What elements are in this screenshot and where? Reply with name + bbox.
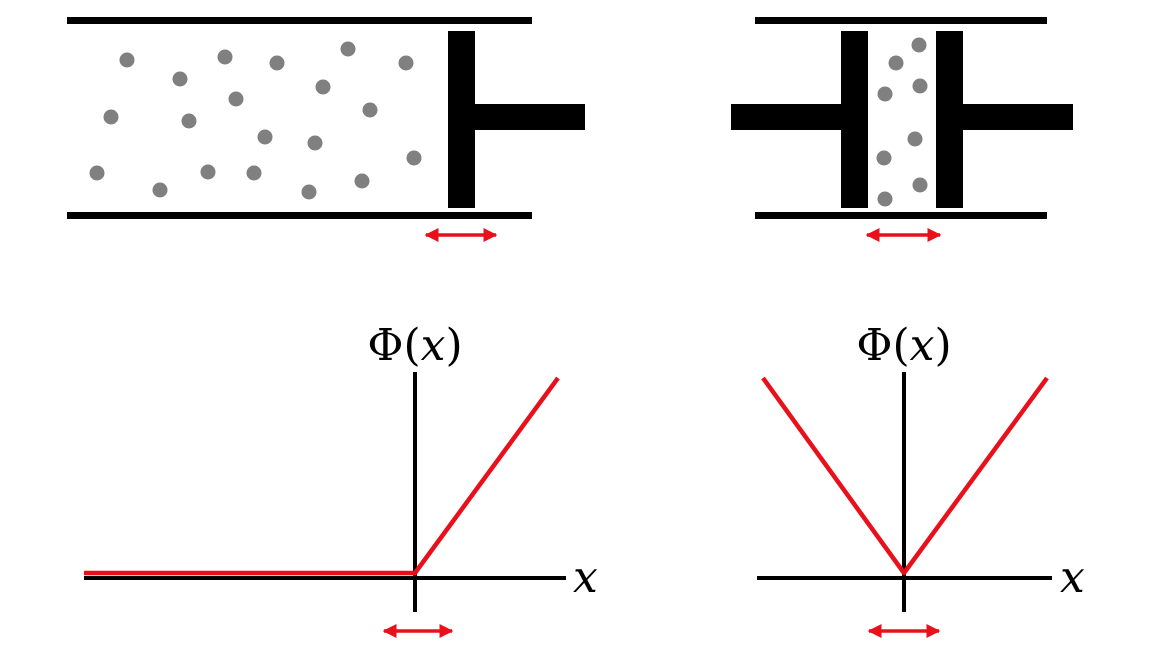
right-right-piston-head xyxy=(936,31,963,208)
gas-particle xyxy=(269,55,285,71)
gas-particle xyxy=(257,129,273,145)
gas-particle xyxy=(152,182,168,198)
left-cylinder xyxy=(67,17,585,242)
gas-particle xyxy=(315,79,331,95)
gas-particle xyxy=(876,150,892,166)
gas-particle xyxy=(398,55,414,71)
gas-particle xyxy=(246,165,262,181)
left-potential-curve xyxy=(84,376,560,576)
gas-particle xyxy=(119,52,135,68)
left-plot-xlabel: x xyxy=(573,552,598,603)
left-potential-plot: Φ(x) x xyxy=(84,320,598,638)
left-piston-rod xyxy=(475,104,585,130)
gas-particle xyxy=(217,49,233,65)
left-piston xyxy=(448,31,585,208)
gas-particle xyxy=(877,191,893,207)
gas-particle xyxy=(911,37,927,53)
right-potential-curve xyxy=(761,376,1049,576)
right-cylinder-top-wall xyxy=(755,17,1047,24)
gas-particle xyxy=(912,177,928,193)
gas-particle xyxy=(907,131,923,147)
gas-particle xyxy=(912,78,928,94)
right-right-piston-rod xyxy=(963,104,1073,130)
left-plot-ylabel: Φ(x) xyxy=(367,320,462,371)
left-ylabel-close-paren: ) xyxy=(445,320,462,371)
right-ylabel-phi: Φ xyxy=(856,320,892,371)
right-gas-particles xyxy=(876,37,928,207)
gas-particle xyxy=(200,164,216,180)
right-plot-xlabel: x xyxy=(1060,552,1085,603)
gas-particle xyxy=(877,86,893,102)
left-ylabel-phi: Φ xyxy=(367,320,403,371)
gas-particle xyxy=(888,55,904,71)
right-right-piston xyxy=(936,31,1073,208)
left-gas-particles xyxy=(89,41,422,200)
gas-particle xyxy=(301,184,317,200)
right-plot-ylabel: Φ(x) xyxy=(856,320,951,371)
gas-particle xyxy=(354,173,370,189)
gas-particle xyxy=(89,165,105,181)
gas-particle xyxy=(181,113,197,129)
right-ylabel-open-paren: ( xyxy=(892,320,909,371)
right-cylinder xyxy=(731,17,1073,242)
gas-particle xyxy=(340,41,356,57)
left-piston-head xyxy=(448,31,475,208)
left-cylinder-top-wall xyxy=(67,17,532,24)
left-cylinder-bottom-wall xyxy=(67,212,532,219)
right-ylabel-variable: x xyxy=(910,320,935,371)
gas-particle xyxy=(362,102,378,118)
left-ylabel-variable: x xyxy=(421,320,446,371)
left-ylabel-open-paren: ( xyxy=(403,320,420,371)
right-left-piston xyxy=(731,31,868,208)
gas-particle xyxy=(406,150,422,166)
right-ylabel-close-paren: ) xyxy=(934,320,951,371)
gas-particle xyxy=(228,91,244,107)
right-cylinder-bottom-wall xyxy=(755,212,1047,219)
right-potential-plot: Φ(x) x xyxy=(757,320,1085,638)
right-left-piston-rod xyxy=(731,104,841,130)
gas-particle xyxy=(103,109,119,125)
gas-particle xyxy=(307,135,323,151)
gas-particle xyxy=(172,71,188,87)
right-left-piston-head xyxy=(841,31,868,208)
